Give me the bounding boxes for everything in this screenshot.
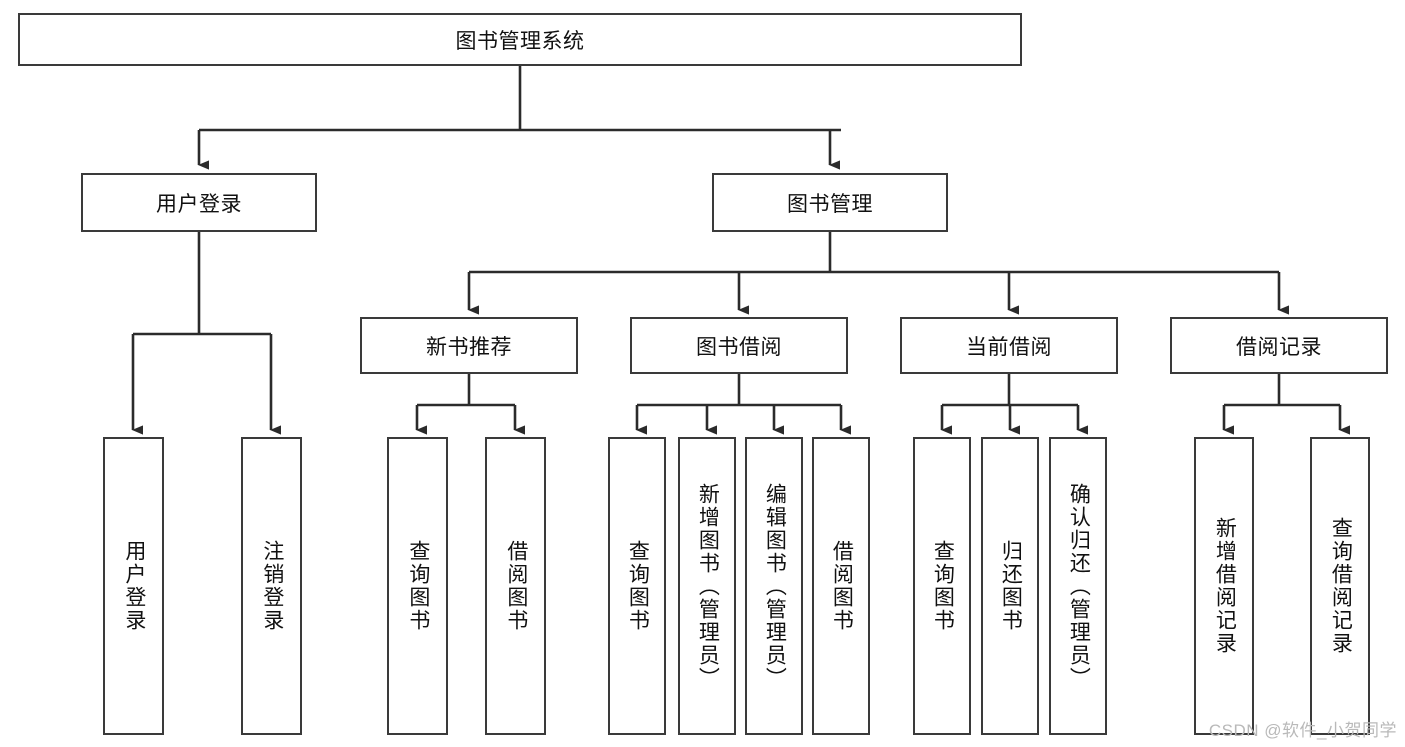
node-book-management[interactable]: 图书管理 bbox=[712, 173, 948, 232]
leaf-label: 查询借阅记录 bbox=[1329, 517, 1353, 655]
node-borrow-record-label: 借阅记录 bbox=[1236, 335, 1322, 359]
leaf-label: 编辑图书（管理员） bbox=[763, 482, 787, 690]
node-root[interactable]: 图书管理系统 bbox=[18, 13, 1022, 66]
leaf-label: 注销登录 bbox=[260, 540, 284, 632]
leaf-recommend-borrow-book[interactable]: 借阅图书 bbox=[485, 437, 546, 735]
watermark: CSDN @软件_小贺同学 bbox=[1208, 721, 1397, 740]
leaf-record-add-record[interactable]: 新增借阅记录 bbox=[1194, 437, 1254, 735]
node-current-borrow[interactable]: 当前借阅 bbox=[900, 317, 1118, 374]
node-borrow-record[interactable]: 借阅记录 bbox=[1170, 317, 1388, 374]
node-root-label: 图书管理系统 bbox=[455, 29, 585, 53]
node-book-borrow[interactable]: 图书借阅 bbox=[630, 317, 848, 374]
leaf-borrow-add-book-admin[interactable]: 新增图书（管理员） bbox=[678, 437, 736, 735]
leaf-borrow-query-book[interactable]: 查询图书 bbox=[608, 437, 666, 735]
node-user-login-label: 用户登录 bbox=[156, 192, 242, 216]
leaf-borrow-borrow-book[interactable]: 借阅图书 bbox=[812, 437, 870, 735]
leaf-recommend-query-book[interactable]: 查询图书 bbox=[387, 437, 448, 735]
node-new-book-recommend-label: 新书推荐 bbox=[426, 335, 512, 359]
leaf-label: 新增图书（管理员） bbox=[696, 482, 720, 690]
leaf-current-query-book[interactable]: 查询图书 bbox=[913, 437, 971, 735]
leaf-user-login-login[interactable]: 用户登录 bbox=[103, 437, 164, 735]
leaf-record-query-record[interactable]: 查询借阅记录 bbox=[1310, 437, 1370, 735]
node-new-book-recommend[interactable]: 新书推荐 bbox=[360, 317, 578, 374]
leaf-label: 查询图书 bbox=[406, 540, 430, 632]
leaf-label: 查询图书 bbox=[931, 540, 955, 632]
leaf-label: 新增借阅记录 bbox=[1213, 517, 1237, 655]
node-current-borrow-label: 当前借阅 bbox=[966, 335, 1052, 359]
leaf-label: 借阅图书 bbox=[504, 540, 528, 632]
node-book-borrow-label: 图书借阅 bbox=[696, 335, 782, 359]
leaf-current-confirm-return-admin[interactable]: 确认归还（管理员） bbox=[1049, 437, 1107, 735]
leaf-current-return-book[interactable]: 归还图书 bbox=[981, 437, 1039, 735]
leaf-label: 归还图书 bbox=[999, 540, 1023, 632]
leaf-label: 确认归还（管理员） bbox=[1067, 482, 1091, 690]
leaf-label: 用户登录 bbox=[122, 540, 146, 632]
leaf-user-login-logout[interactable]: 注销登录 bbox=[241, 437, 302, 735]
leaf-label: 借阅图书 bbox=[830, 540, 854, 632]
leaf-borrow-edit-book-admin[interactable]: 编辑图书（管理员） bbox=[745, 437, 803, 735]
node-user-login[interactable]: 用户登录 bbox=[81, 173, 317, 232]
node-book-management-label: 图书管理 bbox=[787, 192, 873, 216]
leaf-label: 查询图书 bbox=[626, 540, 650, 632]
